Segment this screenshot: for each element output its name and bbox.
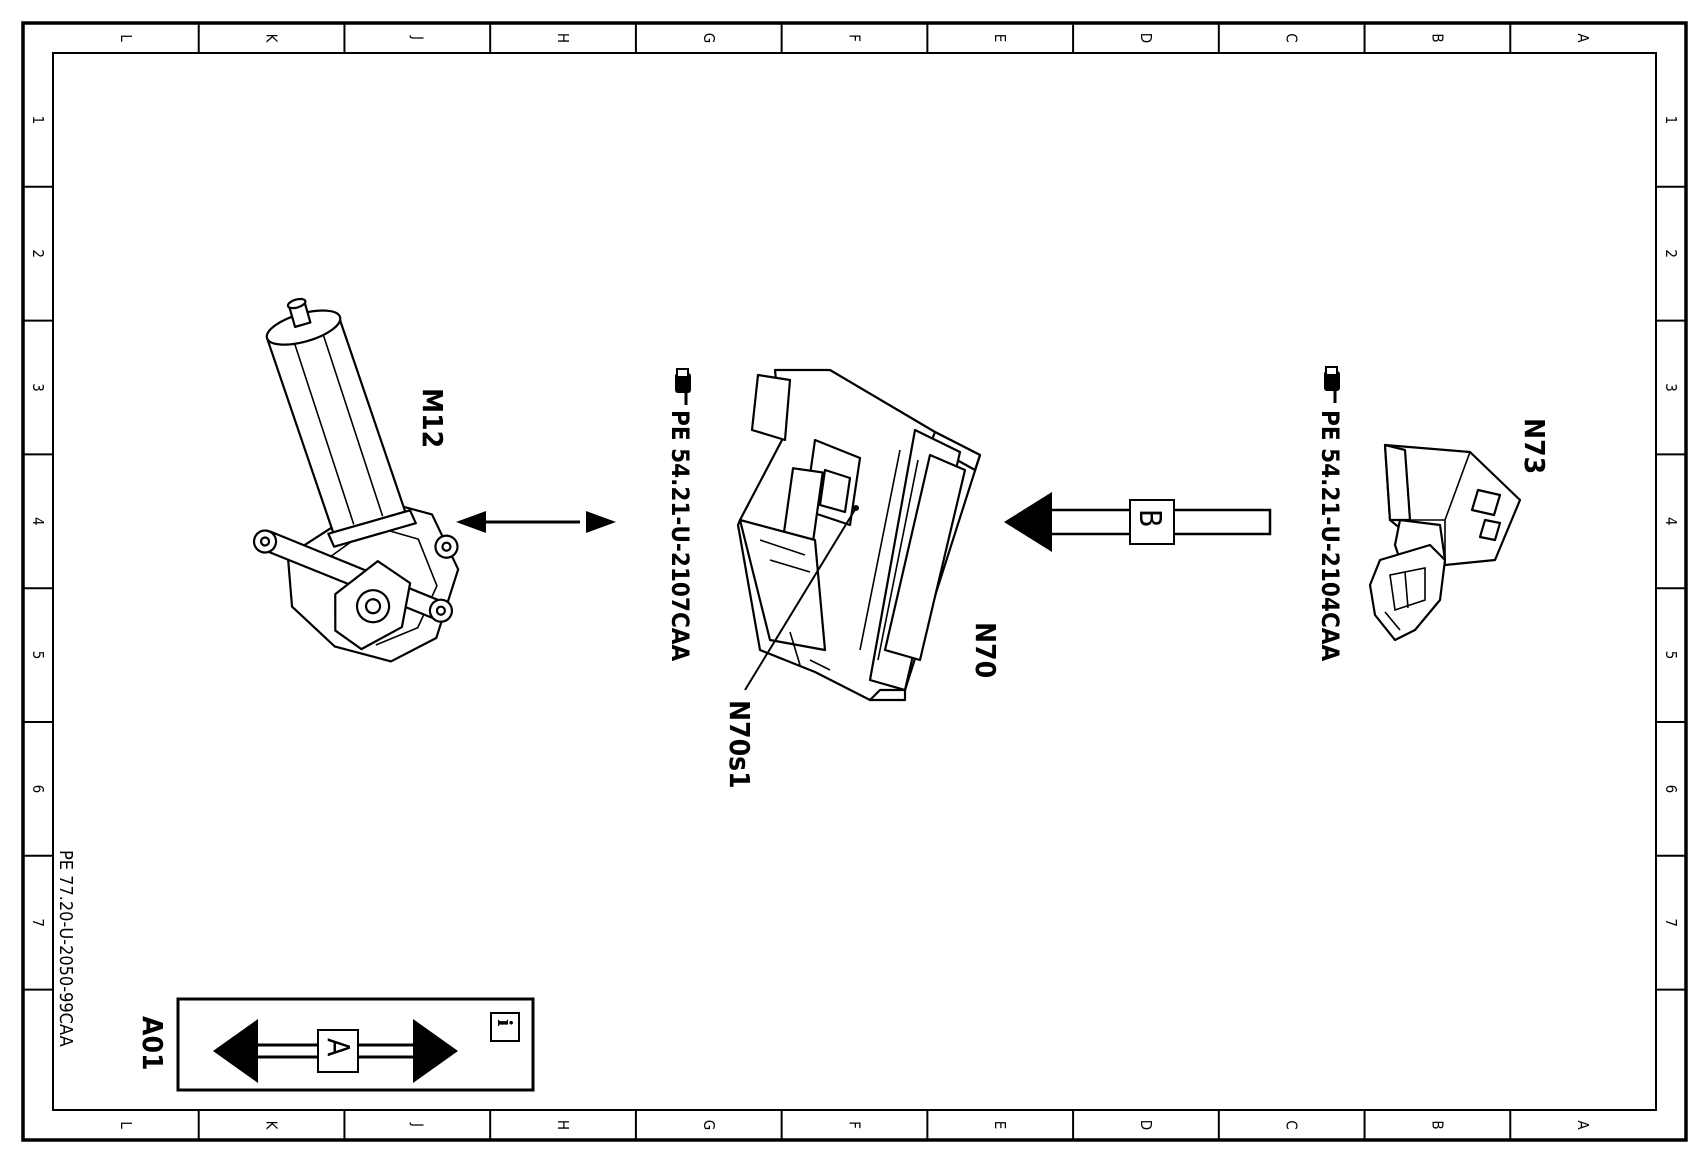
location-box-a01: A i xyxy=(176,997,535,1092)
grid-column-label: H xyxy=(554,33,572,43)
arrow-b: B xyxy=(1004,492,1272,552)
n73-reference: PE 54.21-U-2104CAA xyxy=(1316,366,1344,661)
grid-column-label: H xyxy=(554,1120,572,1130)
n73-label: N73 xyxy=(1518,418,1551,474)
grid-row-label: 4 xyxy=(29,517,47,526)
grid-row-label: 1 xyxy=(29,116,47,125)
grid-column-label: F xyxy=(846,34,864,42)
grid-column-label: D xyxy=(1137,33,1155,43)
n70-label: N70 xyxy=(969,622,1002,678)
m12-label: M12 xyxy=(416,388,449,448)
grid-row-label: 5 xyxy=(29,651,47,660)
grid-row-label: 2 xyxy=(29,249,47,258)
n73-ignition-switch-drawing xyxy=(1368,443,1522,642)
grid-column-label: E xyxy=(991,1121,1009,1130)
grid-column-label: B xyxy=(1428,33,1446,42)
grid-column-label: F xyxy=(846,1121,864,1129)
grid-row-label: 7 xyxy=(1662,918,1680,927)
drawing-frame xyxy=(21,21,1688,1142)
grid-column-label: L xyxy=(117,1121,135,1129)
grid-row-label: 2 xyxy=(1662,249,1680,258)
grid-row-label: 6 xyxy=(29,785,47,794)
location-code: A01 xyxy=(136,1016,169,1071)
m12-motor-drawing xyxy=(252,297,460,663)
grid-column-label: A xyxy=(1574,33,1592,43)
grid-row-label: 5 xyxy=(1662,651,1680,660)
grid-column-label: G xyxy=(700,1120,718,1130)
grid-column-label: B xyxy=(1428,1120,1446,1129)
grid-column-label: C xyxy=(1283,1120,1301,1129)
n70-reference: PE 54.21-U-2107CAA xyxy=(666,368,694,661)
grid-column-label: L xyxy=(117,34,135,42)
arrow-b-marker: B xyxy=(1132,509,1167,528)
grid-row-label: 3 xyxy=(1662,383,1680,392)
grid-row-label: 4 xyxy=(1662,517,1680,526)
n70-reference-text: PE 54.21-U-2107CAA xyxy=(666,410,694,661)
grid-column-label: K xyxy=(263,34,281,44)
pointing-hand-icon xyxy=(675,368,691,405)
info-icon: i xyxy=(493,1019,517,1027)
n70-control-panel-drawing xyxy=(736,368,982,702)
grid-column-label: J xyxy=(408,1122,426,1127)
grid-row-label: 1 xyxy=(1662,116,1680,125)
grid-row-label: 3 xyxy=(29,383,47,392)
pointing-hand-icon xyxy=(1324,366,1340,403)
document-id: PE 77.20-U-2050-99CAA xyxy=(55,850,76,1047)
grid-column-label: A xyxy=(1574,1120,1592,1130)
grid-row-label: 7 xyxy=(29,918,47,927)
location-marker: A xyxy=(320,1038,355,1057)
double-arrow xyxy=(456,511,616,533)
grid-column-label: G xyxy=(700,33,718,43)
grid-column-label: E xyxy=(991,34,1009,43)
n70s1-label: N70s1 xyxy=(723,700,756,789)
grid-row-label: 6 xyxy=(1662,785,1680,794)
grid-reference-labels: L L K K J J H H G G F F E E D D C C B B A A 1 1 2 2 3 3 4 4 5 5 6 6 7 7 xyxy=(29,33,1680,1131)
grid-column-label: D xyxy=(1137,1120,1155,1130)
grid-column-label: C xyxy=(1283,33,1301,42)
grid-column-label: K xyxy=(263,1121,281,1131)
grid-column-label: J xyxy=(408,35,426,40)
n73-reference-text: PE 54.21-U-2104CAA xyxy=(1316,410,1344,661)
